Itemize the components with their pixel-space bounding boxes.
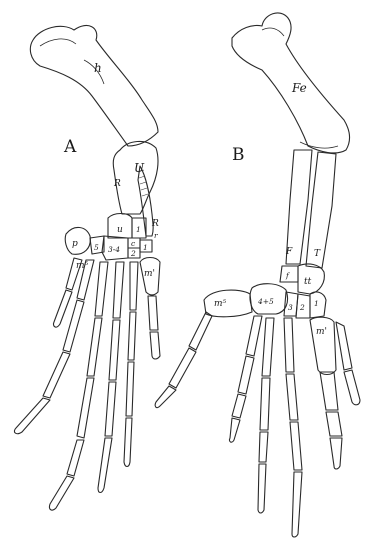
label-m5: m⁵: [76, 261, 89, 271]
label-U: U: [134, 161, 145, 175]
label-1: 1: [314, 299, 319, 308]
label-m1: m': [144, 269, 155, 279]
digit-3-claw: [98, 438, 112, 493]
panel-b-label: B: [232, 145, 245, 165]
hind-digit-5-phalanx-1: [189, 312, 212, 350]
label-1-lower: 1: [143, 243, 148, 252]
label-2: 2: [130, 249, 136, 258]
label-R-side: R: [151, 219, 159, 229]
digit-5-phalanx-2: [43, 352, 70, 398]
hind-digit-3-claw: [258, 464, 266, 513]
label-h: h: [94, 61, 102, 75]
label-r: r: [154, 231, 158, 240]
label-4-5: 4+5: [257, 297, 274, 306]
digit-4-phalanx-1: [87, 318, 102, 376]
digit-3-phalanx-1: [109, 320, 120, 380]
label-f: f: [285, 271, 290, 280]
digit-4-phalanx-3: [67, 440, 84, 476]
label-3-4: 3-4: [108, 245, 120, 254]
hind-digit-4-phalanx-1: [238, 356, 254, 394]
hind-digit-4-claw: [229, 418, 240, 442]
digit-4-claw: [49, 476, 74, 510]
digit-3-phalanx-2: [105, 382, 116, 436]
hind-digit-3-phalanx-2: [259, 432, 268, 462]
digit-2-phalanx-2: [126, 362, 134, 416]
label-u: u: [117, 225, 123, 235]
label-5: 5: [94, 243, 99, 252]
hind-digit-2-metatarsal: [284, 318, 294, 372]
carpal-p: [65, 227, 90, 254]
metatarsal-5: [204, 290, 252, 317]
outer-digit-phalanx: [53, 290, 72, 327]
hind-digit-3-phalanx-1: [260, 378, 270, 430]
label-p: p: [72, 239, 78, 249]
label-R-upper: R: [113, 179, 121, 189]
tarsal-f: [280, 266, 298, 282]
hind-digit-5-claw: [155, 386, 176, 408]
digit-3-metacarpal: [113, 262, 124, 318]
digit-5-claw: [14, 398, 50, 434]
digit-2-metacarpal: [130, 262, 138, 310]
hind-digit-2-phalanx-2: [290, 422, 302, 470]
hind-digit-2-claw: [292, 472, 302, 537]
label-T: T: [314, 249, 321, 259]
hind-digit-1-metatarsal: [310, 317, 336, 374]
panel-a-forelimb: A h U R R u 1 p 5 3-4 c 2 r 1 m⁵ m': [14, 25, 160, 510]
label-c: c: [131, 239, 136, 248]
label-2: 2: [299, 303, 305, 312]
hind-digit-3-metatarsal: [262, 318, 274, 376]
digit-2-phalanx-1: [128, 312, 136, 360]
humerus-bone: [30, 25, 158, 146]
hind-digit-1-claw: [330, 438, 342, 469]
hind-digit-1-phalanx-1: [320, 372, 338, 410]
hind-extra-digit-phalanx-1: [336, 322, 352, 370]
label-F: F: [285, 247, 293, 257]
hind-digit-1-phalanx-2: [326, 412, 342, 436]
digit-4-phalanx-2: [77, 378, 94, 438]
label-3: 3: [288, 303, 293, 312]
digit-1-phalanx-2: [150, 332, 160, 359]
hind-digit-5-phalanx-2: [169, 348, 196, 388]
label-fe: Fe: [291, 81, 307, 95]
digit-1-phalanx-1: [148, 296, 158, 330]
ulna-bone: [113, 141, 158, 214]
femur-bone: [232, 13, 350, 153]
hind-digit-2-phalanx-1: [286, 374, 298, 420]
label-m5: m⁵: [214, 299, 227, 309]
digit-2-claw: [124, 418, 132, 467]
label-m1: m': [316, 327, 327, 337]
hind-extra-digit-phalanx-2: [344, 370, 360, 405]
digit-4-metacarpal: [95, 262, 108, 316]
label-tt: tt: [304, 277, 312, 287]
panel-b-hindlimb: B Fe F T f tt 4+5 3 2 1 m⁵ m': [155, 13, 360, 537]
hind-digit-4-phalanx-2: [232, 394, 246, 418]
label-1: 1: [136, 225, 141, 234]
hind-digit-4-metatarsal: [246, 316, 262, 356]
panel-a-label: A: [63, 137, 77, 157]
